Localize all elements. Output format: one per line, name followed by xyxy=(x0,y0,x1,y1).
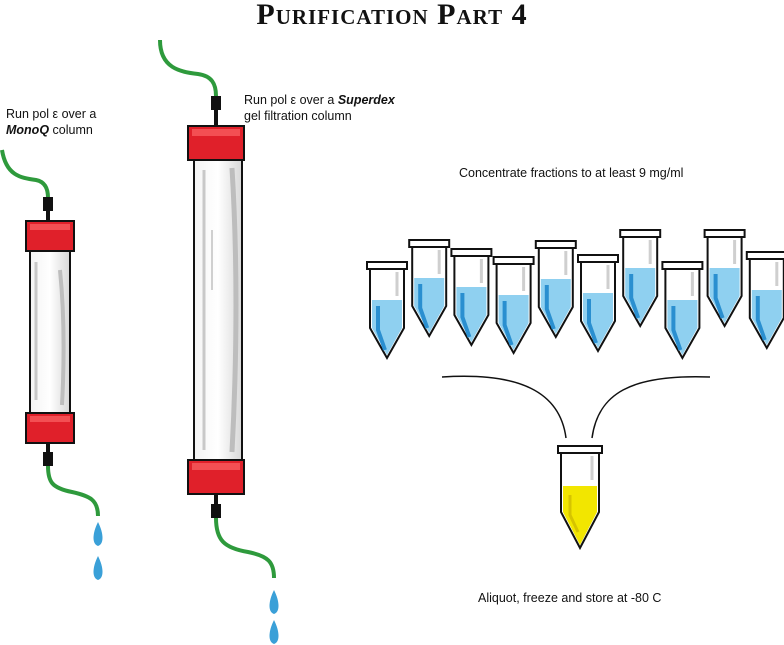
superdex-step-suffix: gel filtration column xyxy=(244,109,352,123)
monoq-step-suffix: column xyxy=(52,123,93,137)
superdex-step-label: Run pol ε over a Superdex gel filtration… xyxy=(244,92,395,124)
aliquot-liquid xyxy=(563,486,597,545)
aliquot-step-label: Aliquot, freeze and store at -80 C xyxy=(478,591,662,605)
page-title: Purification Part 4 xyxy=(256,0,528,31)
superdex-outlet-fitting xyxy=(211,504,221,518)
monoq-outlet-tube xyxy=(46,465,100,517)
superdex-column xyxy=(158,39,279,644)
fraction-tube xyxy=(492,256,535,356)
fraction-tube xyxy=(703,229,746,329)
pool-line-right xyxy=(591,375,711,439)
superdex-inlet-tube xyxy=(158,39,218,97)
superdex-step-prefix: Run pol ε over a xyxy=(244,93,335,107)
superdex-column-name: Superdex xyxy=(337,93,395,107)
monoq-column-name: MonoQ xyxy=(6,123,50,137)
superdex-outlet-tube xyxy=(214,517,276,579)
monoq-drop-2 xyxy=(93,556,103,580)
monoq-drop-1 xyxy=(93,522,103,546)
monoq-outlet-fitting xyxy=(43,452,53,466)
pool-line-left xyxy=(441,375,567,439)
fraction-tube xyxy=(408,239,451,339)
monoq-step-prefix: Run pol ε over a xyxy=(6,107,97,121)
fraction-tube xyxy=(577,254,619,354)
superdex-drop-2 xyxy=(269,620,279,644)
fraction-tube xyxy=(745,251,784,351)
aliquot-tube xyxy=(557,445,603,551)
superdex-drop-1 xyxy=(269,590,279,614)
superdex-inlet-fitting xyxy=(211,96,221,110)
monoq-inlet-fitting xyxy=(43,197,53,211)
fraction-tube xyxy=(450,248,493,348)
monoq-column xyxy=(0,149,103,580)
fraction-tube xyxy=(534,240,577,340)
fraction-tube xyxy=(366,261,408,361)
fraction-tubes xyxy=(366,229,784,361)
monoq-inlet-tube xyxy=(0,149,50,199)
fraction-tube xyxy=(619,229,662,329)
monoq-step-label: Run pol ε over a MonoQ column xyxy=(6,106,96,138)
fraction-tube xyxy=(661,261,704,361)
concentrate-step-label: Concentrate fractions to at least 9 mg/m… xyxy=(459,166,684,180)
